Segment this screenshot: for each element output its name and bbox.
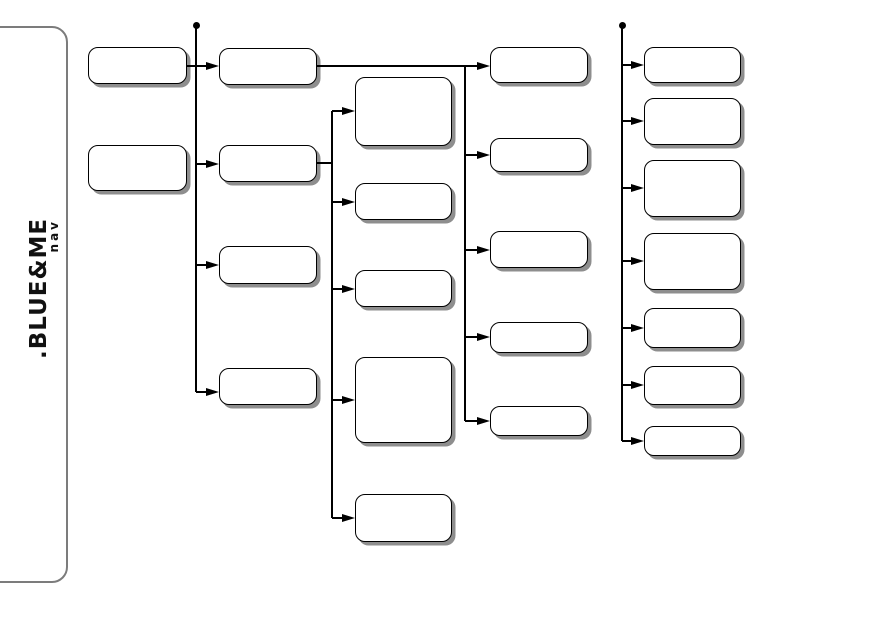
diagram-box-col2-box1 [219, 48, 317, 85]
connector-line [332, 288, 343, 290]
diagram-box-col5-box4 [644, 233, 741, 290]
connector-line [465, 154, 478, 156]
connector-arrow-icon [342, 197, 355, 206]
connector-line [317, 162, 333, 164]
connector-line [622, 187, 632, 189]
diagram-box-col3-box2 [355, 183, 452, 220]
connector-line [465, 336, 478, 338]
connector-line [317, 65, 478, 67]
diagram-box-col2-box3 [219, 246, 317, 284]
connector-line-branchA [331, 111, 333, 518]
diagram-box-col3-box5 [355, 494, 452, 542]
connector-line-trunk1 [195, 25, 197, 392]
connector-arrow-icon [477, 150, 490, 159]
diagram-box-col4-box1 [490, 47, 588, 83]
connector-arrow-icon [342, 513, 355, 522]
diagram-box-col5-box5 [644, 308, 741, 348]
connector-line [622, 384, 632, 386]
diagram-box-col5-box1 [644, 47, 741, 83]
connector-arrow-icon [631, 183, 644, 192]
connector-line-trunk2 [621, 25, 623, 441]
logo-sub-text: nav [47, 219, 61, 253]
diagram-box-col5-box2 [644, 98, 741, 145]
connector-line [332, 517, 343, 519]
page-frame [0, 26, 68, 583]
connector-arrow-icon [631, 60, 644, 69]
connector-arrow-icon [631, 436, 644, 445]
connector-line [622, 260, 632, 262]
connector-arrow-icon [206, 159, 219, 168]
connector-origin-dot [192, 21, 200, 29]
connector-arrow-icon [631, 116, 644, 125]
blueandme-nav-logo: .BLUE&ME nav [25, 209, 63, 359]
connector-arrow-icon [477, 245, 490, 254]
connector-arrow-icon [631, 380, 644, 389]
diagram-box-col5-box3 [644, 160, 741, 217]
diagram-box-col2-box2 [219, 145, 317, 182]
diagram-box-col3-box3 [355, 270, 452, 307]
diagram-box-col2-box4 [219, 368, 317, 405]
connector-arrow-icon [206, 387, 219, 396]
diagram-box-col4-box5 [490, 406, 588, 436]
diagram-box-col1-box2 [88, 145, 187, 191]
connector-arrow-icon [631, 256, 644, 265]
diagram-box-col5-box6 [644, 366, 741, 405]
connector-line [196, 163, 207, 165]
connector-line [465, 420, 478, 422]
diagram-box-col4-box3 [490, 231, 588, 268]
connector-line [196, 391, 207, 393]
diagram-box-col3-box4 [355, 357, 452, 443]
connector-line [622, 327, 632, 329]
diagram-box-col5-box7 [644, 426, 741, 456]
connector-line [622, 64, 632, 66]
connector-arrow-icon [342, 284, 355, 293]
diagram-box-col4-box2 [490, 138, 588, 172]
connector-line [332, 201, 343, 203]
connector-line [187, 65, 207, 67]
connector-arrow-icon [631, 323, 644, 332]
connector-line [465, 249, 478, 251]
connector-line [622, 440, 632, 442]
connector-line [622, 120, 632, 122]
connector-arrow-icon [206, 61, 219, 70]
connector-arrow-icon [477, 61, 490, 70]
diagram-box-col1-box1 [88, 47, 187, 84]
connector-arrow-icon [477, 416, 490, 425]
connector-line [332, 110, 343, 112]
connector-arrow-icon [477, 332, 490, 341]
connector-origin-dot [618, 21, 626, 29]
connector-arrow-icon [342, 395, 355, 404]
connector-arrow-icon [342, 106, 355, 115]
diagram-box-col4-box4 [490, 322, 588, 353]
connector-line [196, 264, 207, 266]
connector-arrow-icon [206, 260, 219, 269]
connector-line-branchB [464, 66, 466, 421]
diagram-box-col3-box1 [355, 77, 452, 146]
connector-line [332, 399, 343, 401]
